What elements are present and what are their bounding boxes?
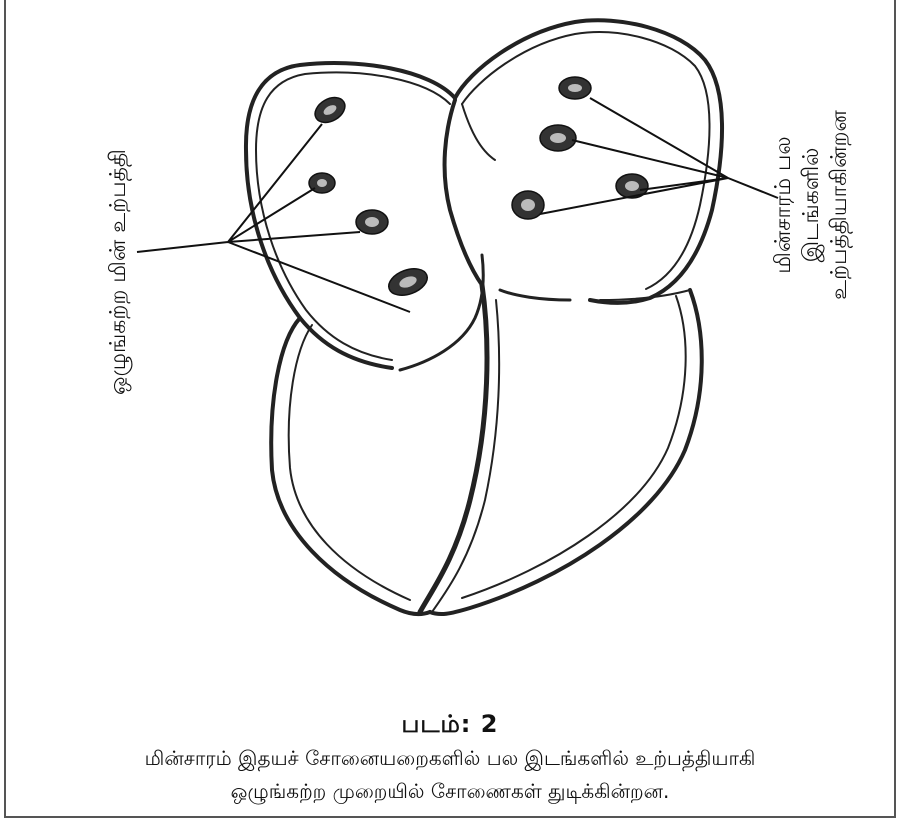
leader-lines-right — [540, 98, 778, 214]
caption-line-2: ஒழுங்கற்ற முறையில் சோணைகள் துடிக்கின்றன. — [0, 779, 900, 806]
left-atrium-outline — [246, 63, 455, 368]
right-label-line-3: உற்பத்தியாகின்றன — [826, 110, 854, 300]
heart-diagram — [0, 0, 900, 700]
atrial-septum — [445, 100, 482, 285]
left-ventricle-outline — [271, 318, 430, 614]
right-atrium-outline — [455, 20, 722, 302]
right-label-line-2: இடங்களில் — [798, 110, 826, 300]
right-label-line-1: மின்சாரம் பல — [770, 110, 798, 300]
right-ventricle-outline — [430, 290, 702, 614]
left-label: ஒழுங்கற்ற மின் உற்பத்தி — [106, 149, 134, 395]
right-label: மின்சாரம் பல இடங்களில் உற்பத்தியாகின்றன — [770, 110, 854, 300]
caption-line-1: மின்சாரம் இதயச் சோனையறைகளில் பல இடங்களில… — [0, 746, 900, 773]
ventricular-septum — [420, 285, 487, 612]
figure-title: படம்: 2 — [0, 710, 900, 741]
